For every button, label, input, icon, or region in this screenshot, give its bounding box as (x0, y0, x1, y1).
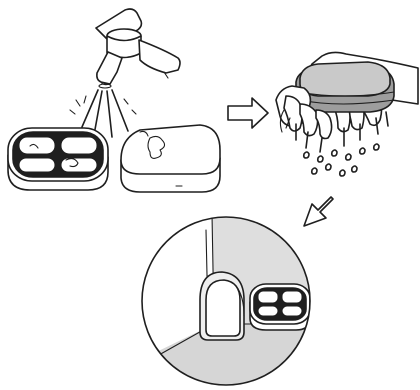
filter-frame-icon (8, 128, 108, 190)
sponge-installed-icon (200, 272, 244, 340)
step-rinse (8, 9, 220, 192)
arrow-down-left-icon (304, 197, 333, 226)
faucet-icon (96, 9, 180, 88)
sponge-filter-icon (121, 125, 220, 192)
sponge-squeezed-icon (296, 62, 394, 112)
step-squeeze (276, 52, 418, 176)
arrow-right-icon (228, 98, 268, 128)
filter-frame-installed-icon (250, 284, 310, 330)
step-reinstall (140, 214, 320, 390)
